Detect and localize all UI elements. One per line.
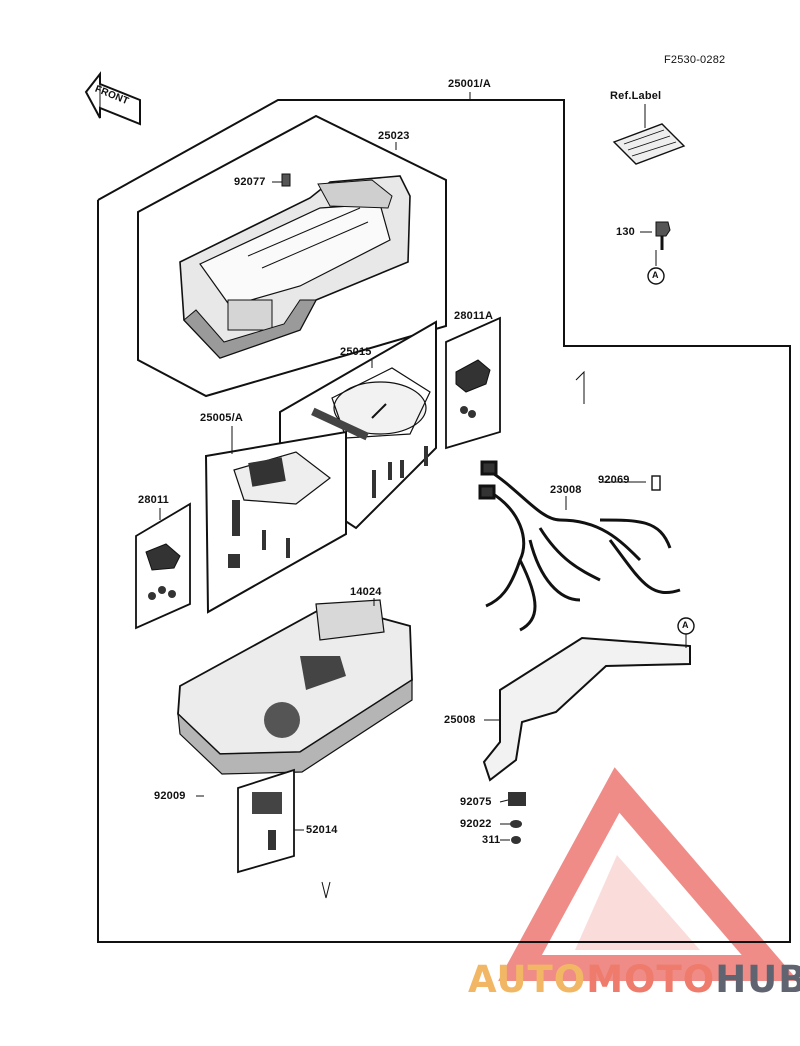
- bracket-label: 25008: [444, 714, 476, 726]
- watermark-part-hub: HUB: [715, 958, 800, 1001]
- mount-hardware-icons: [508, 792, 526, 844]
- meter-case-lower-label: 14024: [350, 586, 382, 598]
- meter-case-lower-group: [177, 599, 413, 775]
- meter-case-cover-group: [137, 114, 447, 398]
- lamp-socket-label: 28011: [138, 494, 169, 506]
- lamp-socket-a-label: 28011A: [454, 310, 494, 322]
- screw-top-label: 92077: [234, 176, 266, 188]
- lamp-socket-28011-group: [135, 502, 191, 630]
- assembly-part-label: 25001/A: [448, 78, 491, 90]
- bulb-label: 92069: [598, 474, 630, 486]
- ref-label-text: Ref.Label: [610, 90, 662, 102]
- lamp-socket-28011a-group: [445, 316, 501, 450]
- bolt-130-label: 130: [616, 226, 635, 238]
- nut-label: 311: [482, 834, 501, 846]
- watermark-logo: [498, 767, 799, 981]
- meter-unit-25015-label: 25015: [340, 346, 372, 358]
- watermark-text: AUTOMOTOHUB: [468, 958, 800, 1001]
- assembly-outline: [97, 99, 791, 943]
- watermark-part-auto: AUTO: [468, 958, 587, 1001]
- bolt-130-icon: [640, 221, 671, 285]
- leader-lines: [159, 92, 646, 899]
- ref-label-card: [612, 104, 686, 165]
- cushion-label: 92075: [460, 796, 492, 808]
- meter-bracket-icon: [482, 617, 695, 782]
- washer-label: 92022: [460, 818, 492, 830]
- holder-52014-group: [237, 768, 295, 874]
- screw-92009-label: 92009: [154, 790, 186, 802]
- wiring-harness-icon: [478, 460, 681, 632]
- watermark-part-moto: MOTO: [586, 958, 716, 1001]
- meter-unit-25005-label: 25005/A: [200, 412, 243, 424]
- figure-code: F2530-0282: [664, 54, 726, 66]
- ref-mark-a: A: [652, 270, 659, 280]
- holder-label: 52014: [306, 824, 338, 836]
- meter-case-cover-label: 25023: [378, 130, 410, 142]
- meter-unit-25005-group: [204, 430, 347, 614]
- front-arrow-icon: [84, 71, 141, 126]
- harness-label: 23008: [550, 484, 582, 496]
- ref-mark-a-bracket: A: [682, 620, 689, 630]
